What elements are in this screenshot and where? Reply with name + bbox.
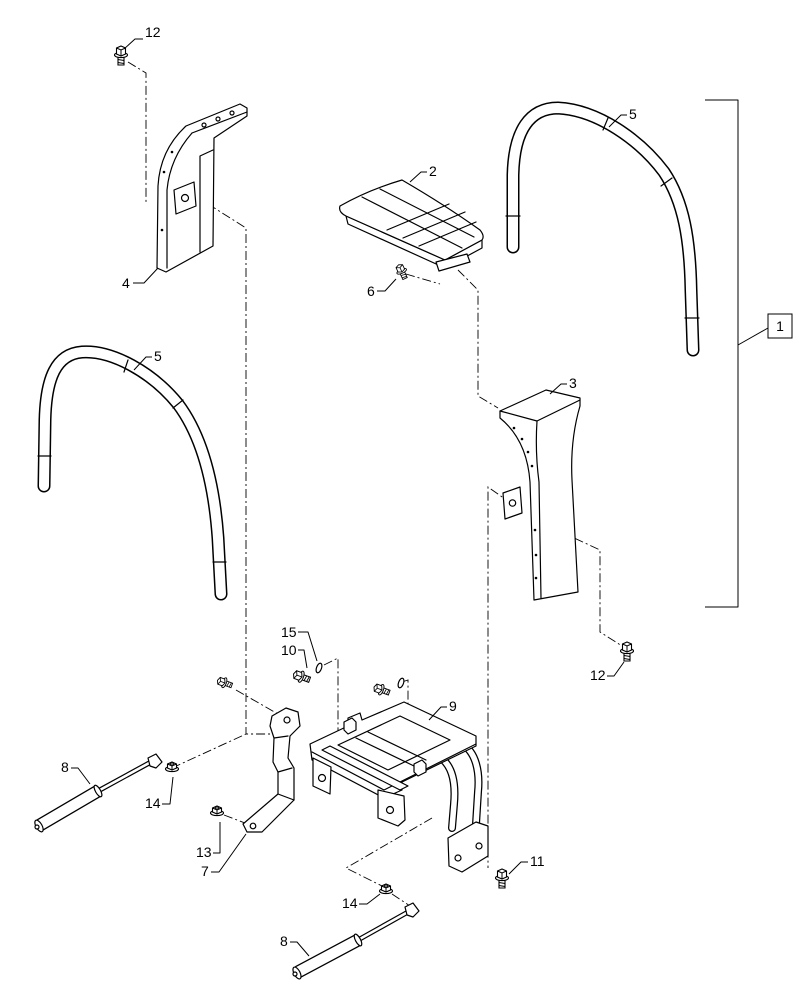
assembly-bracket — [705, 99, 793, 608]
callout-10: 10 — [281, 642, 297, 658]
washer-mid — [397, 677, 405, 689]
part-3-bolster — [499, 389, 581, 601]
part-9-frame — [309, 701, 489, 873]
nut-13 — [209, 805, 225, 817]
leader-line — [607, 661, 625, 677]
leader-line — [508, 861, 528, 875]
callout-8-bottom: 8 — [280, 933, 288, 949]
alignment-line — [405, 273, 441, 285]
alignment-line — [391, 893, 411, 907]
leader-line — [162, 776, 174, 805]
nut-14-left — [164, 761, 180, 773]
callout-1: 1 — [776, 318, 784, 334]
alignment-line — [345, 817, 433, 887]
callout-3: 3 — [569, 375, 577, 391]
part-4-bracket — [156, 103, 248, 273]
part-8-strut-left — [34, 753, 163, 833]
callout-11: 11 — [530, 853, 545, 869]
leader-line — [133, 356, 152, 371]
alignment-line — [127, 61, 147, 204]
alignment-line — [235, 689, 279, 715]
leader-line — [298, 649, 308, 669]
leader-line — [71, 767, 91, 785]
alignment-line — [457, 269, 499, 409]
washer-15 — [315, 662, 323, 674]
leader-line — [428, 706, 447, 721]
leader-line — [359, 893, 381, 905]
part-8-strut-bottom — [292, 902, 420, 980]
callout-13: 13 — [196, 844, 212, 860]
alignment-line — [207, 203, 274, 735]
callout-15: 15 — [281, 624, 297, 640]
part-5-left — [37, 345, 228, 601]
alignment-line — [487, 486, 513, 868]
callout-12-top: 12 — [145, 24, 161, 40]
leader-line — [377, 278, 397, 292]
callout-box-1 — [767, 313, 793, 339]
callouts: 12 5 2 4 6 1 5 3 15 10 12 9 8 14 13 7 11 — [61, 24, 784, 957]
callout-5-right: 5 — [629, 106, 637, 122]
leader-line — [123, 38, 143, 50]
leader-line — [608, 114, 627, 128]
leader-line — [213, 822, 221, 854]
leader-line — [290, 941, 310, 957]
callout-14-bottom: 14 — [342, 895, 358, 911]
callout-4: 4 — [122, 275, 130, 291]
callout-14-left: 14 — [145, 795, 161, 811]
leader-line — [409, 171, 427, 183]
part-7-link — [242, 707, 301, 833]
callout-8-left: 8 — [61, 759, 69, 775]
alignment-line — [171, 733, 247, 769]
callout-9: 9 — [449, 698, 457, 714]
alignment-line — [323, 657, 339, 742]
part-2-pad — [339, 179, 484, 272]
nut-14-bottom — [378, 883, 394, 895]
leader-line — [133, 267, 159, 284]
callout-12-right: 12 — [590, 667, 606, 683]
callout-6: 6 — [367, 283, 375, 299]
leader-line — [298, 631, 318, 662]
leader-line — [211, 833, 247, 873]
callout-2: 2 — [429, 163, 437, 179]
callout-5-left: 5 — [154, 348, 162, 364]
part-5-right — [505, 101, 700, 357]
callout-7: 7 — [201, 863, 209, 879]
leader-line — [549, 383, 567, 395]
